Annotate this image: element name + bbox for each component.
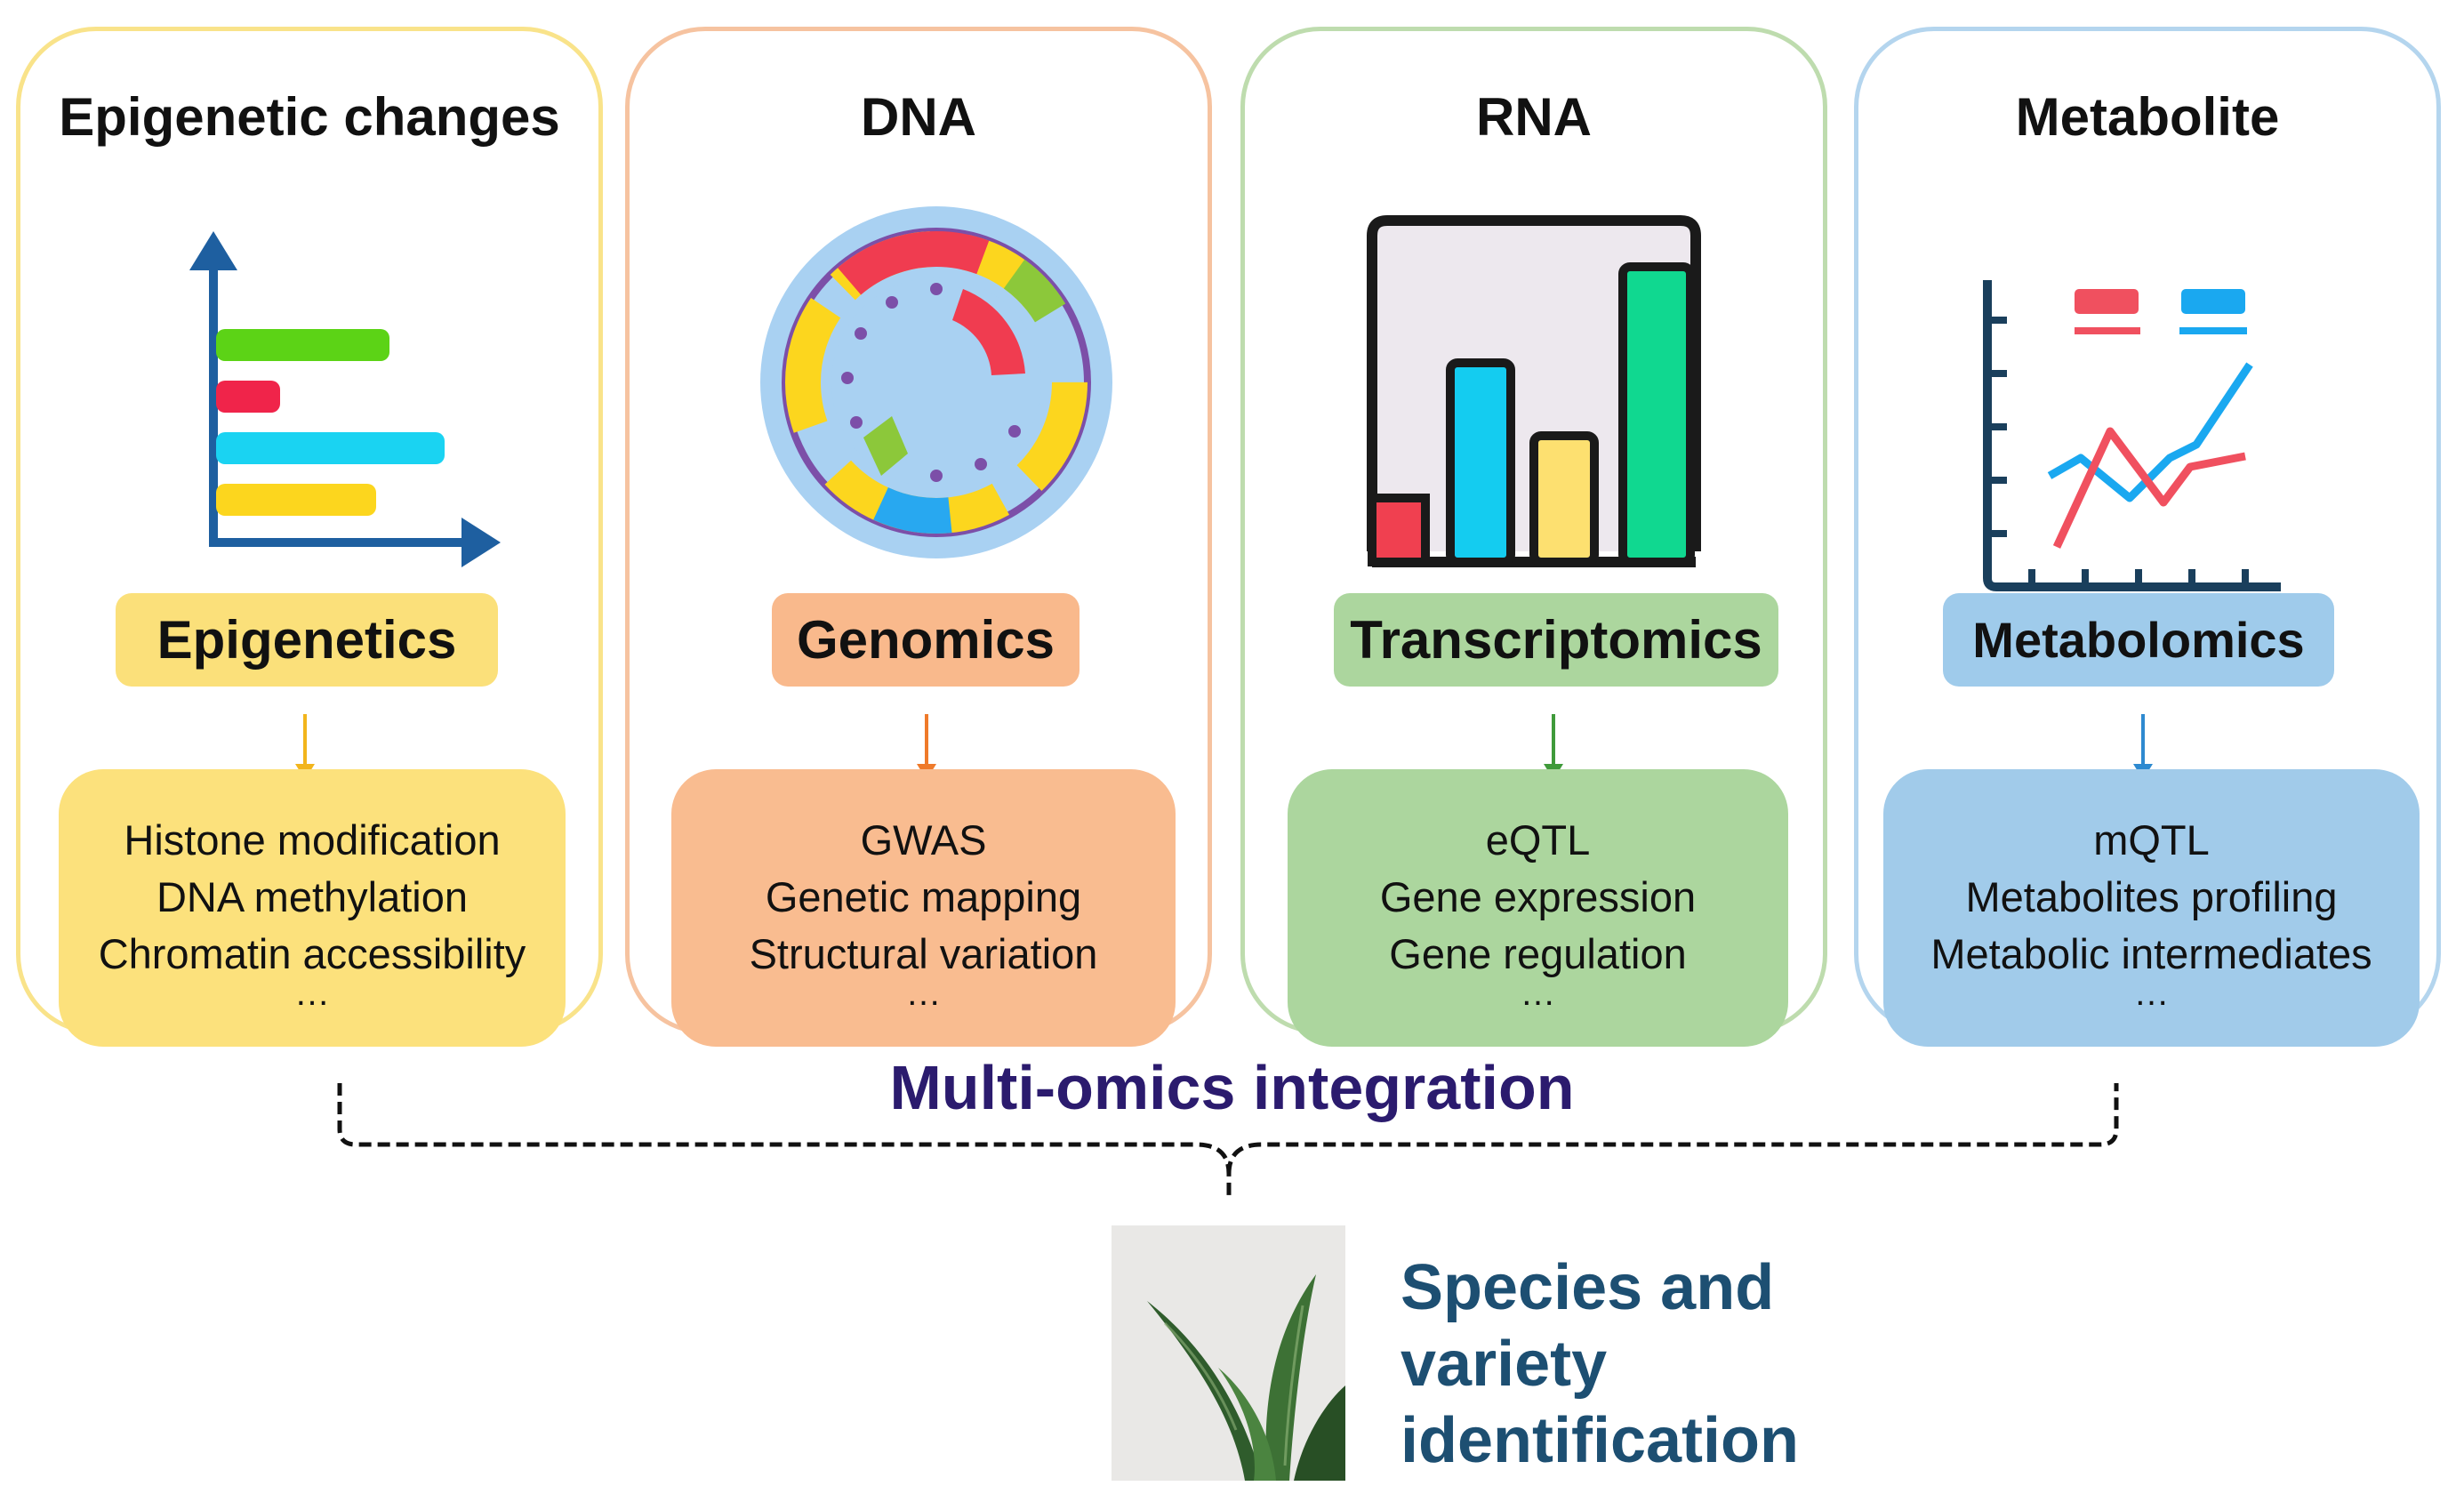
detail-item: eQTL [1485,816,1591,863]
detail-item: Histone modification [124,816,501,863]
result-line: variety [1401,1329,1608,1400]
horizontal-bar-chart-icon [189,231,501,567]
detail-item: Gene regulation [1389,930,1687,977]
detail-item: Chromatin accessibility [98,930,526,977]
detail-metabolomics: mQTL Metabolites profiling Metabolic int… [1883,769,2420,1047]
result-line: identification [1401,1405,1799,1476]
panel-rna: RNA Transcriptomics eQTL Gene expression… [1240,27,1827,1047]
curly-brace-icon [337,1083,2119,1201]
detail-item: Metabolic intermediates [1930,930,2372,977]
detail-transcriptomics: eQTL Gene expression Gene regulation … [1288,769,1788,1047]
panel-title: DNA [861,87,976,147]
panel-epigenetic-changes: Epigenetic changes Epigenetics Histone m… [16,27,603,1047]
circular-genome-icon [760,206,1112,558]
detail-epigenetics: Histone modification DNA methylation Chr… [59,769,566,1047]
panel-title: RNA [1476,87,1592,147]
panel-dna: DNA Genomics GWAS Genetic mapping Struct… [625,27,1212,1047]
detail-item: Structural variation [749,930,1098,977]
detail-genomics: GWAS Genetic mapping Structural variatio… [671,769,1176,1047]
integration-title: Multi-omics integration [889,1053,1575,1122]
detail-item: Metabolites profiling [1965,873,2338,920]
panel-title: Epigenetic changes [59,87,560,147]
label-metabolomics: Metabolomics [1943,593,2334,687]
detail-item: GWAS [860,816,987,863]
line-chart-icon [1983,280,2281,591]
label-transcriptomics: Transcriptomics [1334,593,1778,687]
panel-metabolite: Metabolite Metabolomics mQTL Metabolites… [1854,27,2441,1047]
detail-item: DNA methylation [156,873,469,920]
vertical-bar-chart-icon [1367,215,1701,567]
result-line: Species and [1401,1252,1775,1323]
label-genomics: Genomics [772,593,1080,687]
detail-item: Gene expression [1379,873,1697,920]
detail-item: Genetic mapping [765,873,1082,920]
panel-title: Metabolite [2015,87,2280,147]
species-identification-text: Species and variety identification [1401,1249,1799,1479]
label-epigenetics: Epigenetics [116,593,498,687]
plant-photo [1112,1225,1345,1481]
detail-item: mQTL [2093,816,2210,863]
